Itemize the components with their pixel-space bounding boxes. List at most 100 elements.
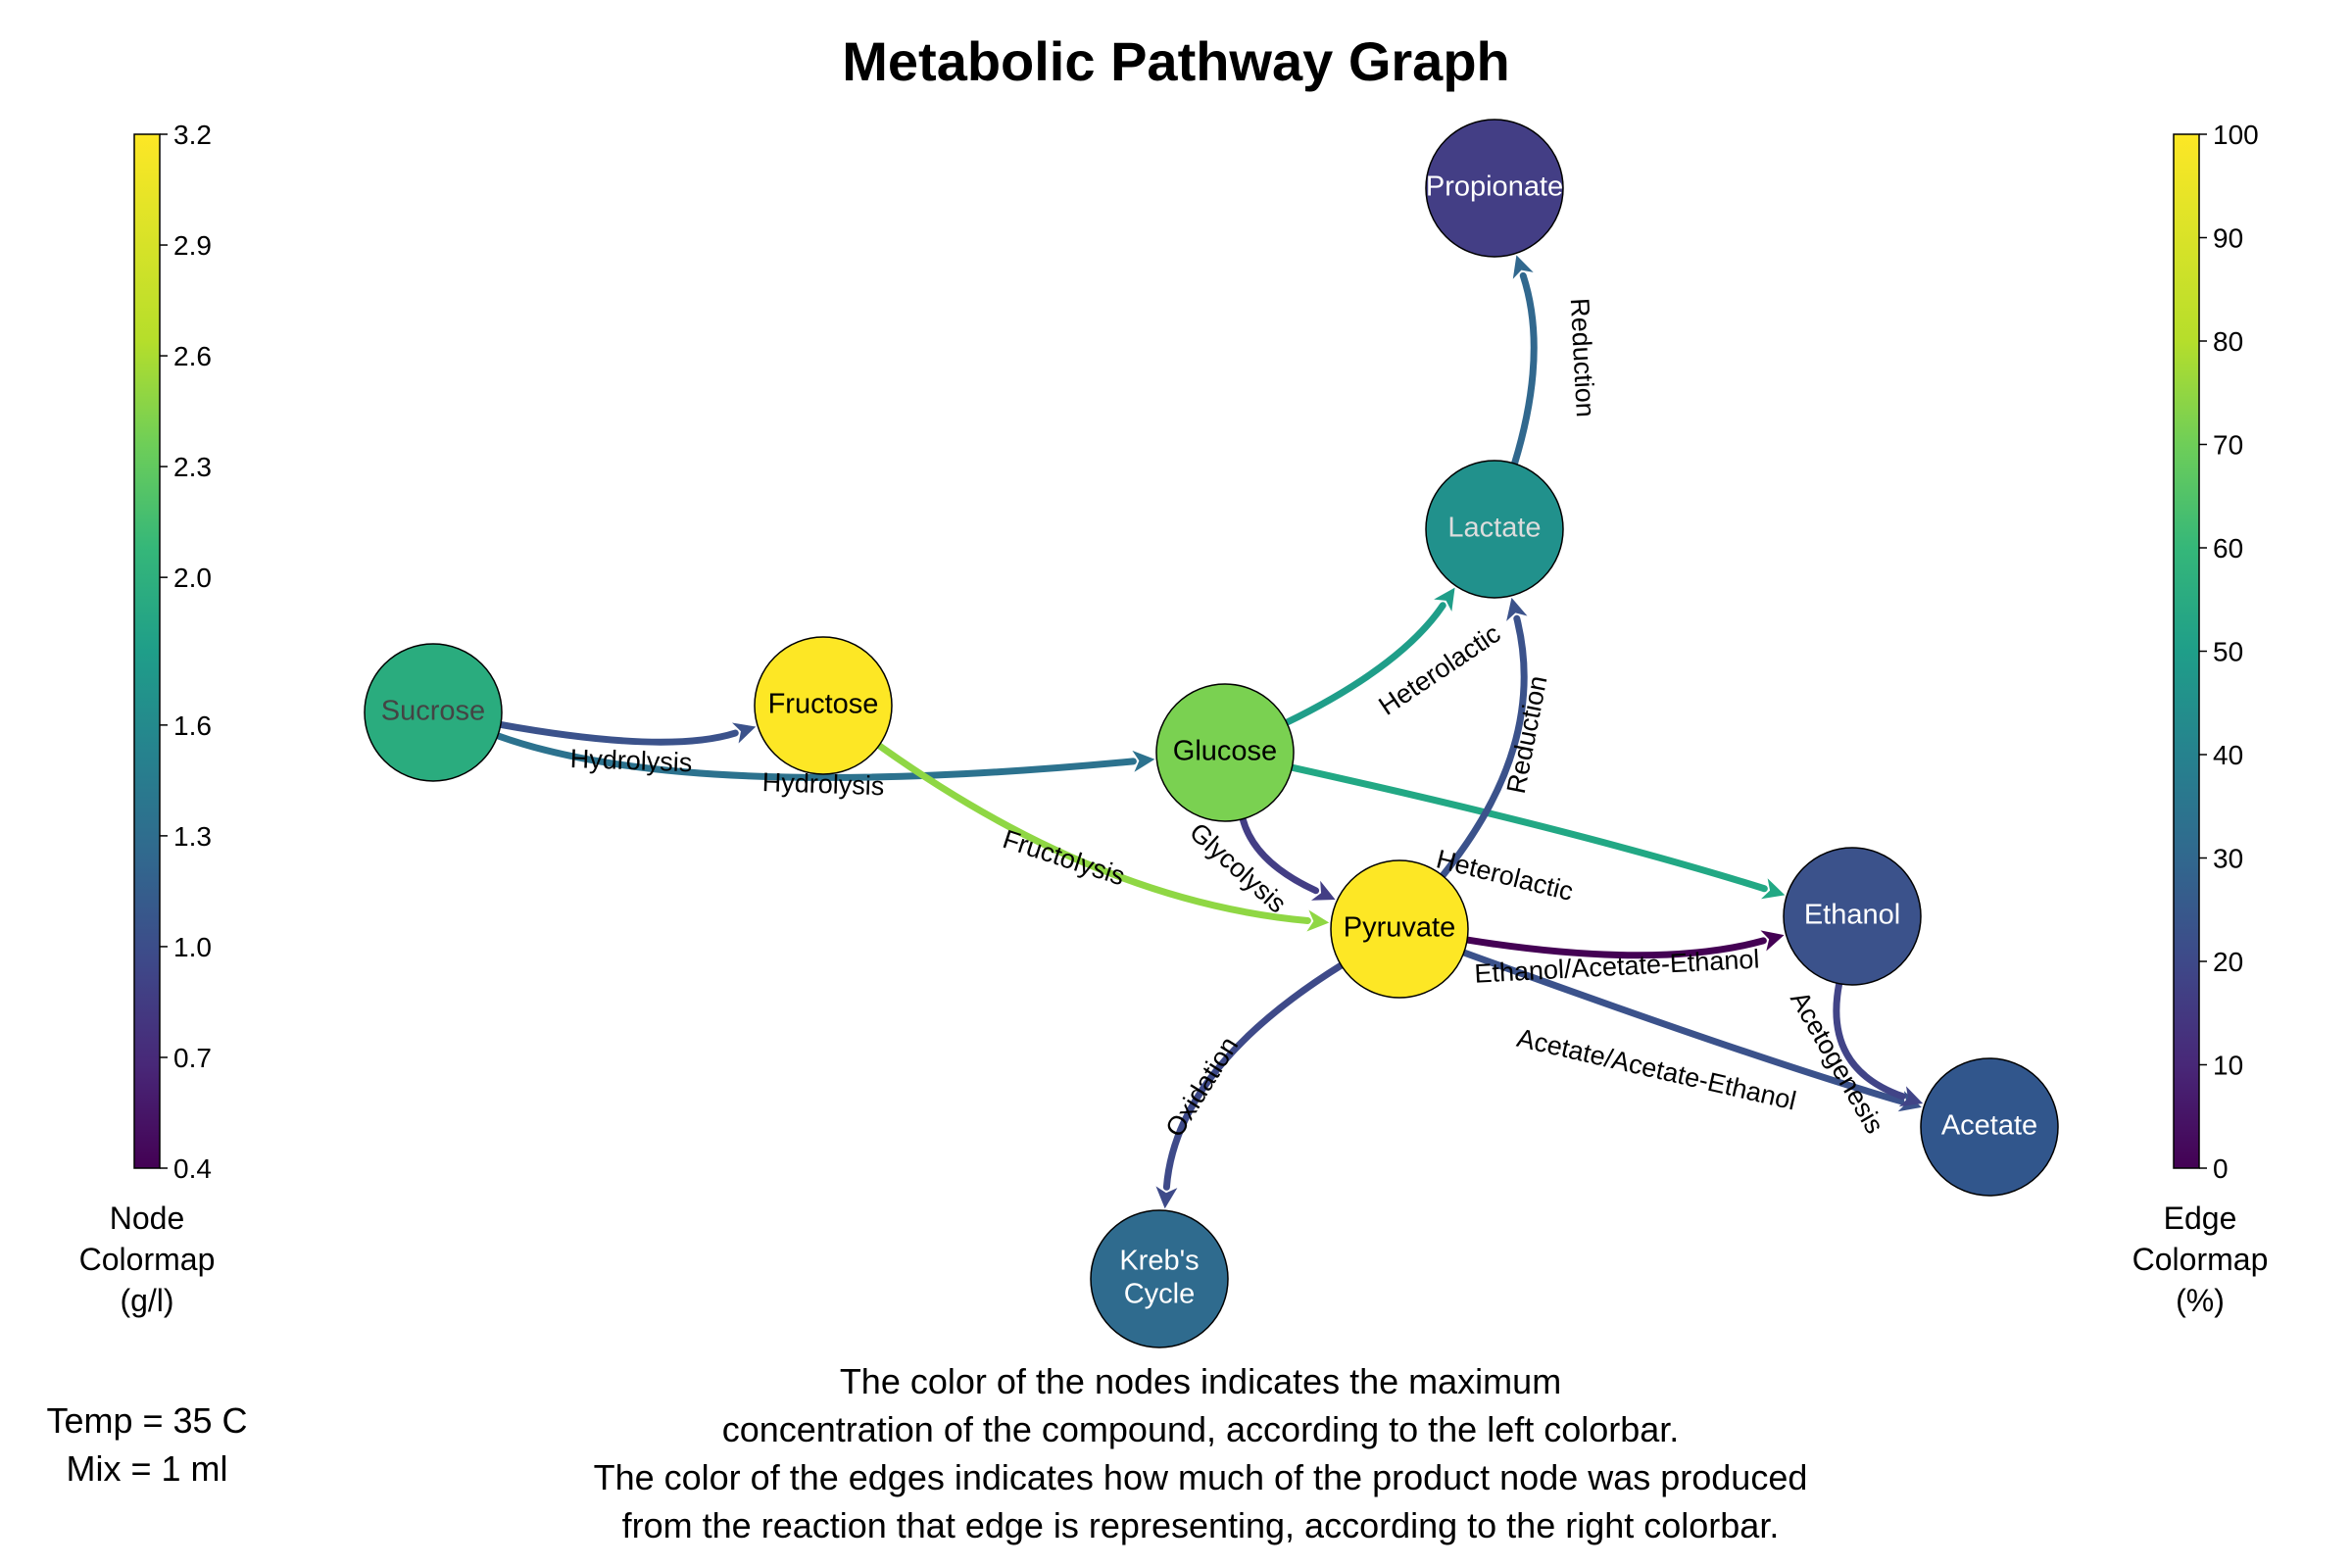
edge-colorbar-gradient-bar	[2173, 133, 2200, 1169]
edge-label-pyruvate-acetate: Acetate/Acetate-Ethanol	[1514, 1023, 1798, 1116]
arrowhead-glucose-pyruvate	[1310, 880, 1336, 901]
node-acetate-circle	[1920, 1057, 2059, 1197]
arrowhead-sucrose-glucose	[1132, 750, 1155, 772]
arrowhead-pyruvate-krebs	[1155, 1186, 1178, 1209]
node-colorbar-title: Node Colormap (g/l)	[39, 1198, 255, 1321]
conditions-note: Temp = 35 C Mix = 1 ml	[0, 1396, 294, 1493]
edge-ethanol-acetate	[1833, 980, 1906, 1101]
node-glucose-label: Glucose	[1173, 736, 1277, 767]
node-pyruvate: Pyruvate	[1330, 859, 1469, 999]
node-ethanol-circle	[1783, 847, 1922, 986]
edge-label-pyruvate-krebs: Oxidation	[1159, 1032, 1244, 1143]
node-colorbar-title-line-2: Colormap	[78, 1242, 216, 1277]
chart-title: Metabolic Pathway Graph	[842, 30, 1510, 92]
caption-line-4: from the reaction that edge is represent…	[621, 1505, 1780, 1545]
edge-glucose-ethanol	[1288, 763, 1768, 893]
edge-colorbar-title-line-3: (%)	[2176, 1283, 2225, 1318]
node-sucrose-label: Sucrose	[381, 696, 485, 727]
node-propionate-circle	[1425, 119, 1564, 258]
arrowhead-sucrose-fructose	[731, 722, 757, 744]
edge-lactate-propionate	[1510, 271, 1538, 467]
node-colorbar: 0.40.71.01.31.62.02.32.62.93.2	[133, 120, 212, 1184]
arrowhead-lactate-propionate	[1512, 255, 1534, 279]
node-propionate: Propionate	[1425, 119, 1564, 258]
caption-line-3: The color of the edges indicates how muc…	[593, 1457, 1808, 1497]
edge-fructose-pyruvate	[875, 742, 1311, 924]
node-lactate: Lactate	[1425, 460, 1564, 599]
caption-line-1: The color of the nodes indicates the max…	[839, 1361, 1562, 1401]
node-glucose: Glucose	[1155, 683, 1295, 822]
node-colorbar-tick-label: 1.0	[173, 932, 212, 962]
node-colorbar-tick-label: 2.9	[173, 230, 212, 261]
edge-colorbar-title-line-1: Edge	[2163, 1200, 2237, 1236]
node-glucose-circle	[1155, 683, 1295, 822]
node-krebs-label: Cycle	[1124, 1279, 1196, 1310]
edge-label-fructose-pyruvate: Fructolysis	[1000, 824, 1129, 891]
node-krebs-circle	[1090, 1209, 1229, 1348]
node-colorbar-tick-label: 3.2	[173, 120, 212, 150]
node-colorbar-tick-label: 0.7	[173, 1043, 212, 1073]
arrowhead-ethanol-acetate	[1898, 1086, 1924, 1107]
edge-colorbar-tick-label: 30	[2213, 844, 2243, 874]
edge-colorbar-tick-label: 60	[2213, 533, 2243, 564]
edge-pyruvate-acetate	[1460, 949, 1905, 1105]
edge-colorbar-title-line-2: Colormap	[2132, 1242, 2269, 1277]
edge-label-lactate-propionate: Reduction	[1565, 297, 1600, 417]
edge-colorbar-tick-label: 50	[2213, 637, 2243, 667]
edge-pyruvate-krebs	[1162, 961, 1346, 1191]
edge-colorbar-tick-label: 20	[2213, 947, 2243, 977]
edge-pyruvate-lactate	[1439, 614, 1528, 880]
node-colorbar-tick-label: 1.3	[173, 821, 212, 852]
edge-glucose-pyruvate	[1239, 815, 1320, 895]
edge-pyruvate-ethanol	[1463, 936, 1767, 959]
edge-label-pyruvate-lactate: Reduction	[1501, 673, 1553, 796]
node-colorbar-title-line-1: Node	[109, 1200, 185, 1236]
temp-label: Temp = 35 C	[46, 1400, 248, 1441]
edge-colorbar-tick-label: 10	[2213, 1051, 2243, 1081]
node-fructose-label: Fructose	[768, 689, 879, 720]
mix-label: Mix = 1 ml	[66, 1448, 228, 1489]
node-pyruvate-circle	[1330, 859, 1469, 999]
node-fructose-circle	[754, 636, 893, 775]
node-sucrose-circle	[364, 643, 503, 782]
edge-sucrose-fructose	[497, 720, 739, 746]
node-ethanol: Ethanol	[1783, 847, 1922, 986]
node-colorbar-title-line-3: (g/l)	[120, 1283, 174, 1318]
edge-label-glucose-lactate: Heterolactic	[1373, 618, 1505, 721]
arrowhead-pyruvate-ethanol	[1760, 930, 1785, 952]
node-colorbar-tick-label: 0.4	[173, 1153, 212, 1184]
edge-colorbar-tick-label: 90	[2213, 223, 2243, 254]
node-propionate-label: Propionate	[1426, 172, 1563, 203]
node-acetate: Acetate	[1920, 1057, 2059, 1197]
node-sucrose: Sucrose	[364, 643, 503, 782]
edge-colorbar-tick-label: 70	[2213, 430, 2243, 461]
edge-colorbar-tick-label: 0	[2213, 1153, 2229, 1184]
edge-label-sucrose-glucose: Hydrolysis	[761, 767, 885, 801]
node-fructose: Fructose	[754, 636, 893, 775]
edge-label-pyruvate-ethanol: Ethanol/Acetate-Ethanol	[1474, 945, 1760, 989]
arrowhead-pyruvate-lactate	[1506, 597, 1528, 621]
node-ethanol-label: Ethanol	[1804, 900, 1900, 931]
node-krebs-label: Kreb's	[1119, 1246, 1199, 1277]
edges-layer	[494, 255, 1924, 1209]
node-colorbar-gradient-bar	[133, 133, 161, 1169]
node-acetate-label: Acetate	[1941, 1110, 2037, 1142]
edge-colorbar-tick-label: 40	[2213, 740, 2243, 770]
caption-line-2: concentration of the compound, according…	[721, 1409, 1680, 1449]
node-pyruvate-label: Pyruvate	[1344, 912, 1455, 944]
arrowhead-glucose-lactate	[1434, 587, 1455, 612]
node-colorbar-tick-label: 2.3	[173, 452, 212, 482]
edge-sucrose-glucose	[494, 732, 1137, 781]
node-lactate-circle	[1425, 460, 1564, 599]
edge-label-sucrose-fructose: Hydrolysis	[569, 744, 693, 777]
arrowhead-glucose-ethanol	[1761, 878, 1786, 900]
node-lactate-label: Lactate	[1447, 513, 1541, 544]
edge-colorbar-title: Edge Colormap (%)	[2092, 1198, 2308, 1321]
node-colorbar-tick-label: 2.0	[173, 563, 212, 593]
edge-glucose-lactate	[1283, 602, 1446, 726]
arrowhead-fructose-pyruvate	[1306, 909, 1330, 932]
